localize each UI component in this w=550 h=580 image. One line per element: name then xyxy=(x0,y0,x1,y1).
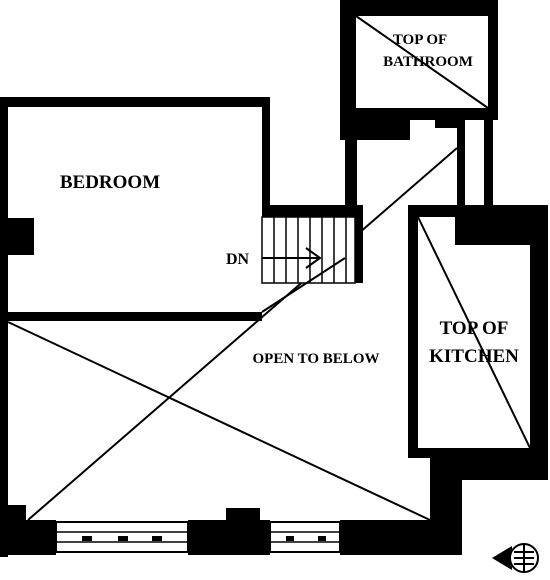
stairs xyxy=(261,216,356,284)
bedroom-closet-block xyxy=(0,218,34,255)
corridor-wall-right xyxy=(457,118,465,210)
dn-label: DN xyxy=(226,251,250,268)
bathroom-wall-right xyxy=(488,0,498,115)
stair-guard-line xyxy=(261,257,346,313)
corridor-wall-left xyxy=(345,140,357,220)
open-to-below-cross xyxy=(7,147,458,521)
open-to-below-label: OPEN TO BELOW xyxy=(253,351,380,367)
window-right xyxy=(269,521,341,553)
bedroom-wall-right xyxy=(262,97,270,210)
bedroom-wall-bottom xyxy=(0,312,262,321)
kitchen-wall-bottom-right xyxy=(462,448,548,480)
bedroom-label: BEDROOM xyxy=(60,172,160,193)
bedroom-wall-left-upper xyxy=(0,97,8,327)
kitchen-diagonal xyxy=(417,216,531,449)
outer-wall-bottom-seg1 xyxy=(0,520,56,555)
kitchen-label-line2: KITCHEN xyxy=(429,346,519,367)
stair-top-wall xyxy=(262,205,362,217)
kitchen-wall-left xyxy=(408,205,418,458)
walls xyxy=(0,0,548,557)
kitchen-wall-right xyxy=(530,205,548,470)
stair-right-wall xyxy=(355,205,363,283)
kitchen-label-line1: TOP OF xyxy=(440,318,509,339)
bathroom-label-line2: BATHROOM xyxy=(383,54,473,70)
bathroom-label-line1: TOP OF xyxy=(393,32,447,48)
north-arrow-icon xyxy=(492,543,539,573)
bathroom-wall-stub-left xyxy=(340,108,410,140)
outer-wall-bottom-seg3 xyxy=(340,520,462,555)
bathroom-wall-left xyxy=(340,0,356,140)
corridor-wall-right-2 xyxy=(484,118,493,210)
bathroom-door-jamb xyxy=(435,118,457,128)
outer-wall-bottom-post xyxy=(226,508,260,528)
outer-wall-left xyxy=(0,312,8,557)
window-left xyxy=(55,521,189,553)
bathroom-diagonal xyxy=(355,15,489,109)
bedroom-wall-top xyxy=(0,97,270,107)
bathroom-wall-top xyxy=(340,0,495,16)
